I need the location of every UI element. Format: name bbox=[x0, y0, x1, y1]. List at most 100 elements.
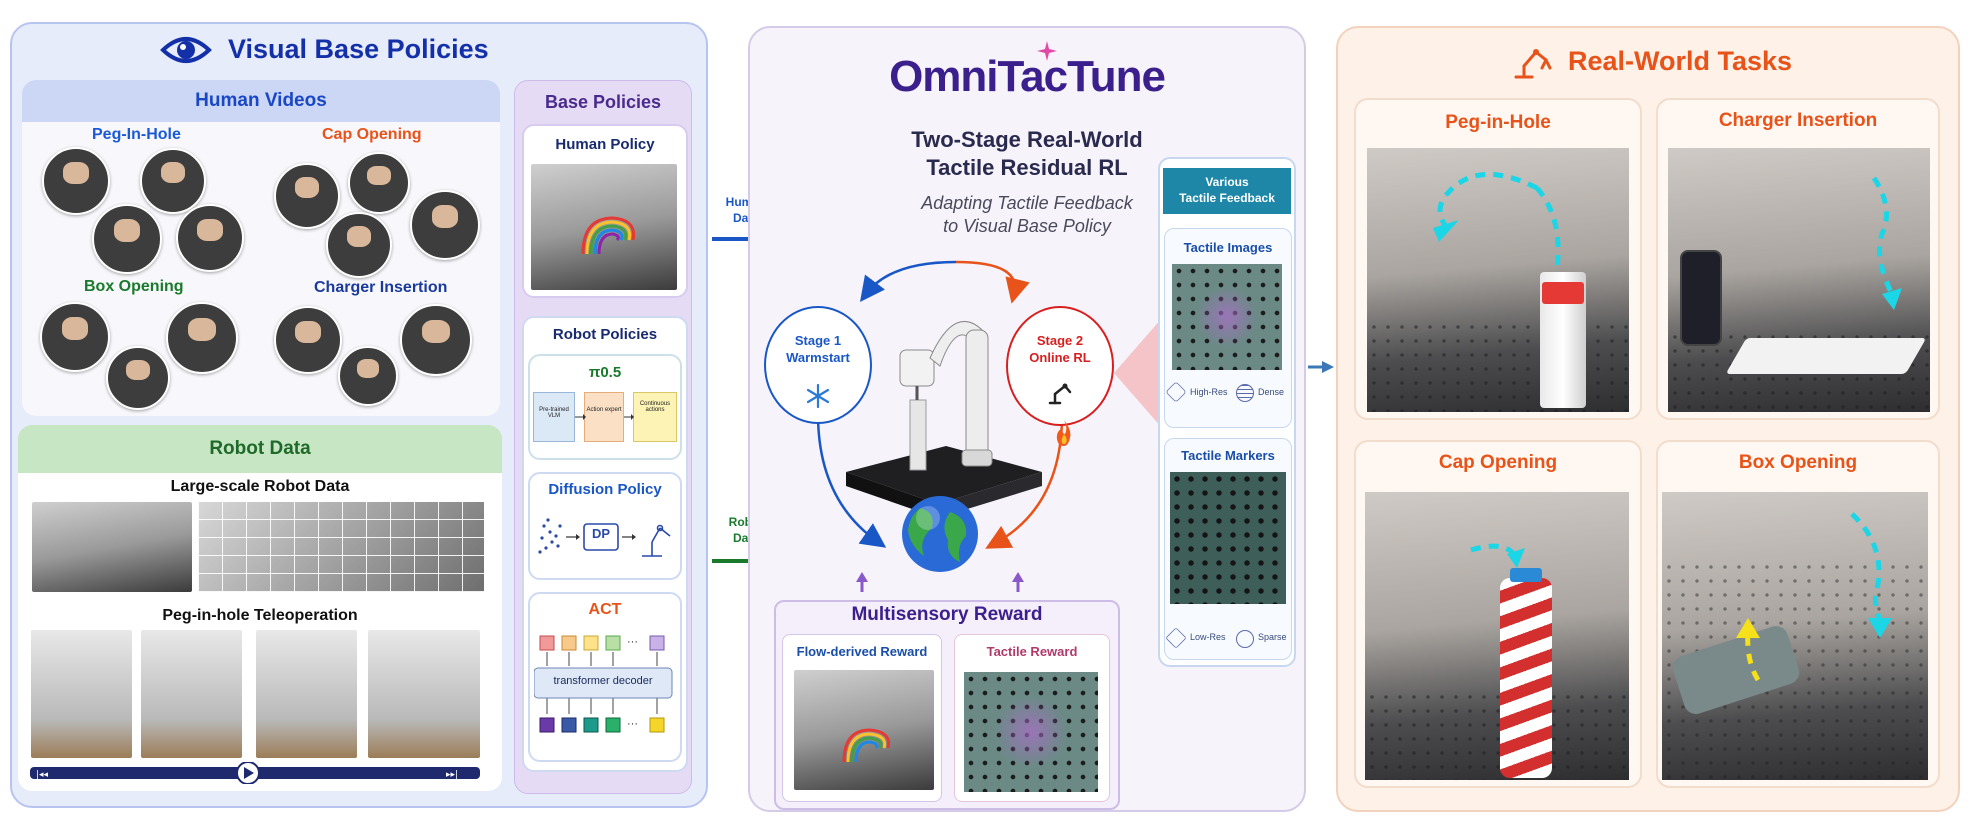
human-videos-header bbox=[22, 80, 500, 122]
teleop-frame bbox=[31, 630, 132, 758]
pi05-continuous-actions-box: Continuous actions bbox=[633, 392, 677, 442]
robot-data-header bbox=[18, 425, 502, 473]
main-heading: Two-Stage Real-World Tactile Residual RL bbox=[748, 126, 1306, 182]
table-holes bbox=[1365, 690, 1629, 780]
cap-opening-motion-arrow bbox=[1470, 543, 1525, 568]
video-scrubber[interactable]: |◂◂ ▸▸| bbox=[30, 762, 480, 784]
diffusion-noise-to-robot-diagram bbox=[538, 518, 671, 557]
dense-label: Dense bbox=[1258, 387, 1285, 397]
tactile-reward-label: Tactile Reward bbox=[986, 644, 1078, 659]
right-panel-title: Real-World Tasks bbox=[1568, 46, 1793, 76]
subtitle-line1: Adapting Tactile Feedback bbox=[921, 193, 1133, 213]
stage1-label-line2: Warmstart bbox=[786, 350, 850, 365]
high-res-label: High-Res bbox=[1190, 387, 1228, 397]
tactile-images-label: Tactile Images bbox=[1183, 240, 1273, 255]
eye-icon bbox=[160, 37, 212, 63]
stage2-to-tactile-beam bbox=[1114, 318, 1162, 428]
stage2-label: Stage 2 Online RL bbox=[1006, 332, 1114, 366]
stage1-label-line1: Stage 1 bbox=[794, 333, 842, 348]
tactile-reward-image bbox=[964, 672, 1098, 792]
dense-icon bbox=[1236, 384, 1254, 402]
video-thumbnail bbox=[176, 204, 244, 272]
act-ellipsis-bottom: ··· bbox=[627, 718, 638, 730]
stage1-label: Stage 1 Warmstart bbox=[764, 332, 872, 366]
hv-task-peg-in-hole: Peg-In-Hole bbox=[92, 126, 181, 143]
sparkle-icon bbox=[1037, 41, 1057, 61]
to-real-world-arrow bbox=[1308, 361, 1334, 373]
sparse-icon bbox=[1236, 630, 1254, 648]
charger-insertion-motion-arrow bbox=[1871, 176, 1902, 310]
tactile-markers-sample bbox=[1170, 472, 1286, 604]
base-policies-title: Base Policies bbox=[544, 92, 662, 112]
transformer-decoder-label: transformer decoder bbox=[553, 675, 653, 687]
pi05-label: π0.5 bbox=[588, 364, 622, 381]
video-thumbnail bbox=[166, 302, 238, 374]
omnitactune-logo: OmniTacTune bbox=[889, 52, 1166, 101]
robot-data-title: Robot Data bbox=[209, 438, 311, 459]
main-heading-line1: Two-Stage Real-World bbox=[911, 127, 1143, 152]
phone-object bbox=[1680, 250, 1722, 346]
act-transformer-diagram bbox=[534, 635, 673, 733]
robot-data-grid bbox=[198, 502, 484, 592]
video-thumbnail bbox=[338, 346, 398, 406]
large-scale-robot-data-label: Large-scale Robot Data bbox=[170, 478, 350, 495]
robot-arm-icon bbox=[1048, 383, 1072, 405]
task-title-cap-opening: Cap Opening bbox=[1438, 452, 1558, 473]
bottle-cap bbox=[1510, 568, 1542, 582]
tactile-markers-label: Tactile Markers bbox=[1181, 448, 1275, 463]
act-label: ACT bbox=[588, 601, 622, 618]
video-thumbnail bbox=[348, 152, 410, 214]
fire-icon bbox=[1056, 420, 1071, 446]
robot-arm-icon bbox=[1514, 49, 1552, 79]
video-thumbnail bbox=[326, 212, 392, 278]
tactile-feedback-title-line2: Tactile Feedback bbox=[1179, 191, 1275, 205]
tactile-feedback-header bbox=[1163, 168, 1291, 214]
flow-rainbow-icon bbox=[842, 728, 891, 763]
subtitle: Adapting Tactile Feedback to Visual Base… bbox=[748, 192, 1306, 238]
teleop-frame bbox=[141, 630, 242, 758]
stage1-circle bbox=[764, 306, 872, 424]
video-thumbnail bbox=[274, 306, 342, 374]
video-thumbnail bbox=[40, 302, 110, 372]
flow-reward-label: Flow-derived Reward bbox=[796, 644, 928, 659]
video-thumbnail bbox=[106, 346, 170, 410]
sparse-label: Sparse bbox=[1258, 632, 1287, 642]
hv-task-cap-opening: Cap Opening bbox=[322, 126, 422, 143]
peg-red-tip bbox=[1542, 282, 1584, 304]
low-res-label: Low-Res bbox=[1190, 632, 1226, 642]
box-opening-motion-arrow bbox=[1736, 512, 1892, 682]
video-thumbnail bbox=[410, 190, 480, 260]
two-stage-cycle-diagram bbox=[816, 260, 1064, 592]
video-thumbnail bbox=[274, 163, 340, 229]
stage2-label-line1: Stage 2 bbox=[1036, 333, 1084, 348]
pi05-arrows bbox=[575, 414, 634, 420]
dp-box-label: DP bbox=[591, 526, 611, 541]
svg-text:|◂◂: |◂◂ bbox=[36, 770, 49, 780]
tactile-feedback-title: Various Tactile Feedback bbox=[1163, 174, 1291, 206]
rainbow-trajectory-icon bbox=[581, 216, 636, 255]
diffusion-policy-label: Diffusion Policy bbox=[548, 481, 662, 498]
snowflake-icon bbox=[806, 384, 830, 408]
peg-in-hole-motion-arrow bbox=[1433, 171, 1561, 269]
bottle-object bbox=[1500, 578, 1552, 778]
hv-task-box-opening: Box Opening bbox=[84, 278, 184, 295]
stage2-circle bbox=[1006, 306, 1114, 426]
teleop-frame bbox=[368, 630, 480, 758]
multisensory-reward-title: Multisensory Reward bbox=[851, 604, 1043, 625]
main-heading-line2: Tactile Residual RL bbox=[926, 155, 1128, 180]
human-policy-label: Human Policy bbox=[555, 136, 655, 153]
task-title-box-opening: Box Opening bbox=[1738, 452, 1858, 473]
task-photo-box-opening bbox=[1662, 492, 1928, 780]
robot-policies-label: Robot Policies bbox=[552, 326, 658, 343]
teleoperation-label: Peg-in-hole Teleoperation bbox=[162, 607, 358, 624]
human-videos-title: Human Videos bbox=[195, 90, 327, 111]
pi05-vlm-box: Pre-trained VLM bbox=[533, 392, 575, 442]
video-thumbnail bbox=[400, 304, 472, 376]
video-thumbnail bbox=[42, 147, 110, 215]
left-panel-title: Visual Base Policies bbox=[228, 34, 489, 64]
teleop-frame bbox=[256, 630, 357, 758]
act-ellipsis-top: ··· bbox=[627, 636, 638, 648]
svg-text:▸▸|: ▸▸| bbox=[446, 770, 458, 780]
tactile-feedback-title-line1: Various bbox=[1205, 175, 1249, 189]
subtitle-line2: to Visual Base Policy bbox=[943, 216, 1111, 236]
